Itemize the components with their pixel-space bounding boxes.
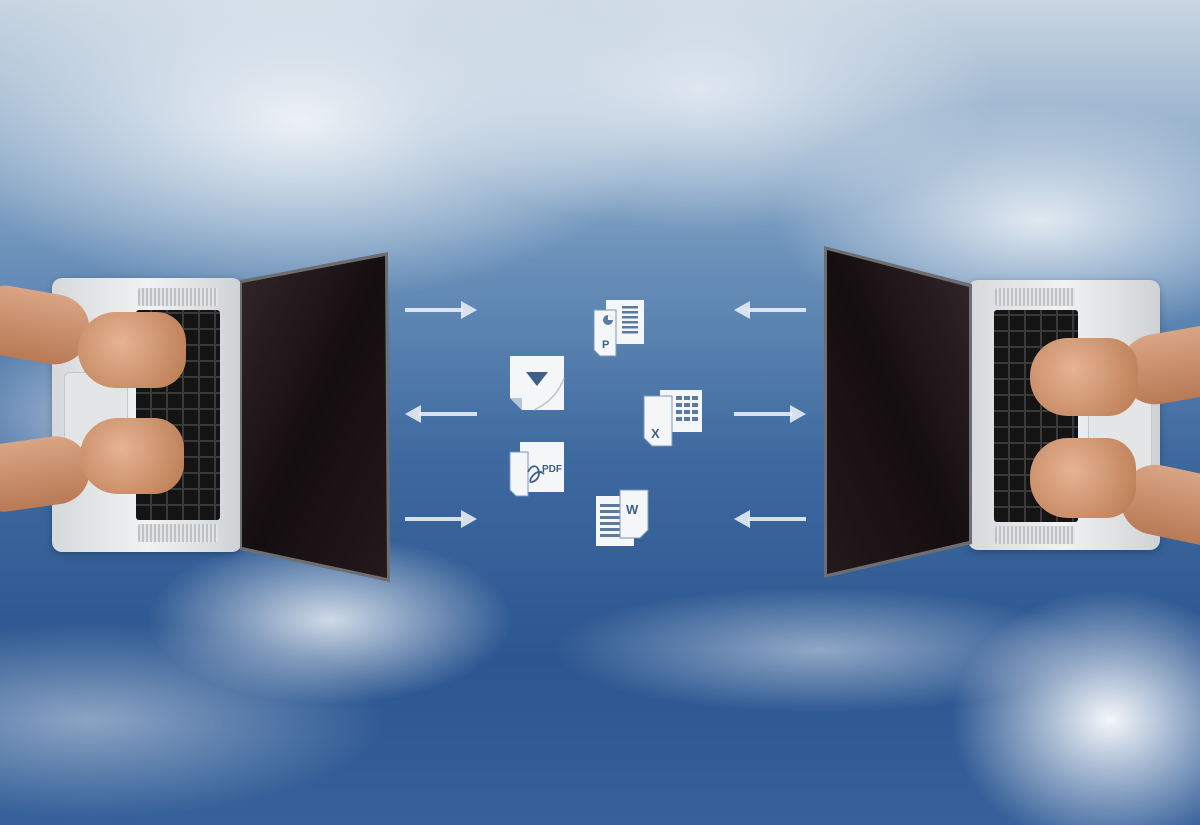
arrow-right-icon [734, 405, 806, 423]
right-laptop-screen [824, 246, 972, 578]
word-file-icon: W [596, 489, 649, 546]
left-speaker-grille [138, 288, 218, 306]
arrow-left-icon [405, 405, 477, 423]
pdf-file-icon: PDF [509, 442, 564, 497]
left-hand-top [78, 312, 186, 388]
right-hand-bottom [1030, 438, 1136, 518]
excel-file-icon: X [643, 390, 702, 447]
powerpoint-file-icon: P [593, 300, 644, 357]
arrow-right-icon [405, 301, 477, 319]
svg-text:W: W [626, 502, 639, 517]
left-speaker-grille-bottom [138, 524, 218, 542]
arrow-left-icon [734, 301, 806, 319]
svg-text:X: X [651, 426, 660, 441]
arrow-left-icon [734, 510, 806, 528]
arrow-right-icon [405, 510, 477, 528]
svg-text:P: P [602, 339, 609, 351]
right-speaker-grille-bottom [995, 526, 1075, 544]
right-hand-top [1030, 338, 1138, 416]
left-hand-bottom [80, 418, 184, 494]
right-speaker-grille [995, 288, 1075, 306]
left-laptop-screen [240, 252, 390, 582]
image-file-icon [510, 356, 565, 411]
svg-text:PDF: PDF [542, 464, 562, 475]
